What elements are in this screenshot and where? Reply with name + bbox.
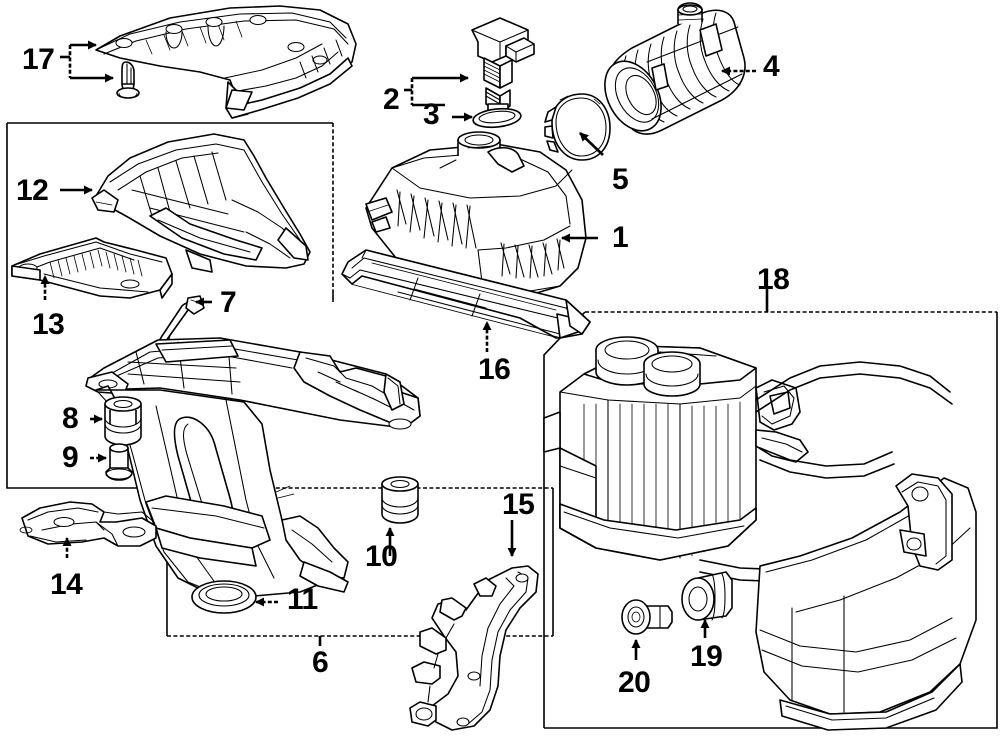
part-12-air-inlet-duct	[91, 133, 311, 273]
part-18-resonator-assembly	[543, 336, 977, 731]
leader-2-3	[404, 73, 473, 122]
callout-label-14[interactable]: 14	[50, 568, 83, 601]
part-17-clip	[116, 61, 140, 99]
callout-label-17[interactable]: 17	[22, 43, 55, 76]
part-4-air-intake-hose	[604, 2, 746, 135]
part-16-air-filter-element	[341, 249, 591, 339]
callout-label-7[interactable]: 7	[220, 286, 237, 319]
part-3-sensor-o-ring	[472, 107, 522, 129]
part-13-lower-duct-tray	[11, 237, 173, 299]
callout-label-9[interactable]: 9	[62, 441, 79, 474]
leader-5	[579, 132, 604, 156]
callout-label-16[interactable]: 16	[478, 353, 511, 386]
part-11-seal-ring	[191, 580, 257, 614]
part-14-mounting-bracket	[19, 501, 157, 547]
part-5-intake-cap	[544, 93, 611, 161]
callout-label-1[interactable]: 1	[612, 221, 629, 254]
callout-label-20[interactable]: 20	[618, 666, 651, 699]
callout-label-8[interactable]: 8	[62, 402, 79, 435]
part-15-support-bracket	[409, 565, 539, 731]
part-2-mass-air-flow-sensor	[471, 17, 535, 119]
callout-label-6[interactable]: 6	[312, 646, 329, 679]
callout-label-4[interactable]: 4	[763, 50, 780, 83]
callout-label-19[interactable]: 19	[690, 640, 723, 673]
callout-label-12[interactable]: 12	[16, 174, 49, 207]
part-9-mounting-collar	[105, 443, 133, 481]
callout-label-2[interactable]: 2	[383, 83, 400, 116]
callout-label-15[interactable]: 15	[502, 488, 535, 521]
group-box-air-cleaner	[6, 122, 334, 489]
callout-label-18[interactable]: 18	[757, 263, 790, 296]
callout-label-5[interactable]: 5	[612, 163, 629, 196]
leader-17	[60, 40, 114, 83]
callout-label-3[interactable]: 3	[423, 98, 440, 131]
part-17-air-cleaner-top-cover	[95, 5, 357, 119]
part-20-resonator-bolt	[621, 599, 673, 635]
callout-label-13[interactable]: 13	[32, 308, 65, 341]
part-19-resonator-grommet	[681, 571, 733, 621]
callout-label-11[interactable]: 11	[287, 583, 318, 616]
part-8-upper-grommet	[104, 396, 142, 446]
callout-label-10[interactable]: 10	[365, 540, 398, 573]
part-10-lower-grommet	[381, 476, 419, 524]
